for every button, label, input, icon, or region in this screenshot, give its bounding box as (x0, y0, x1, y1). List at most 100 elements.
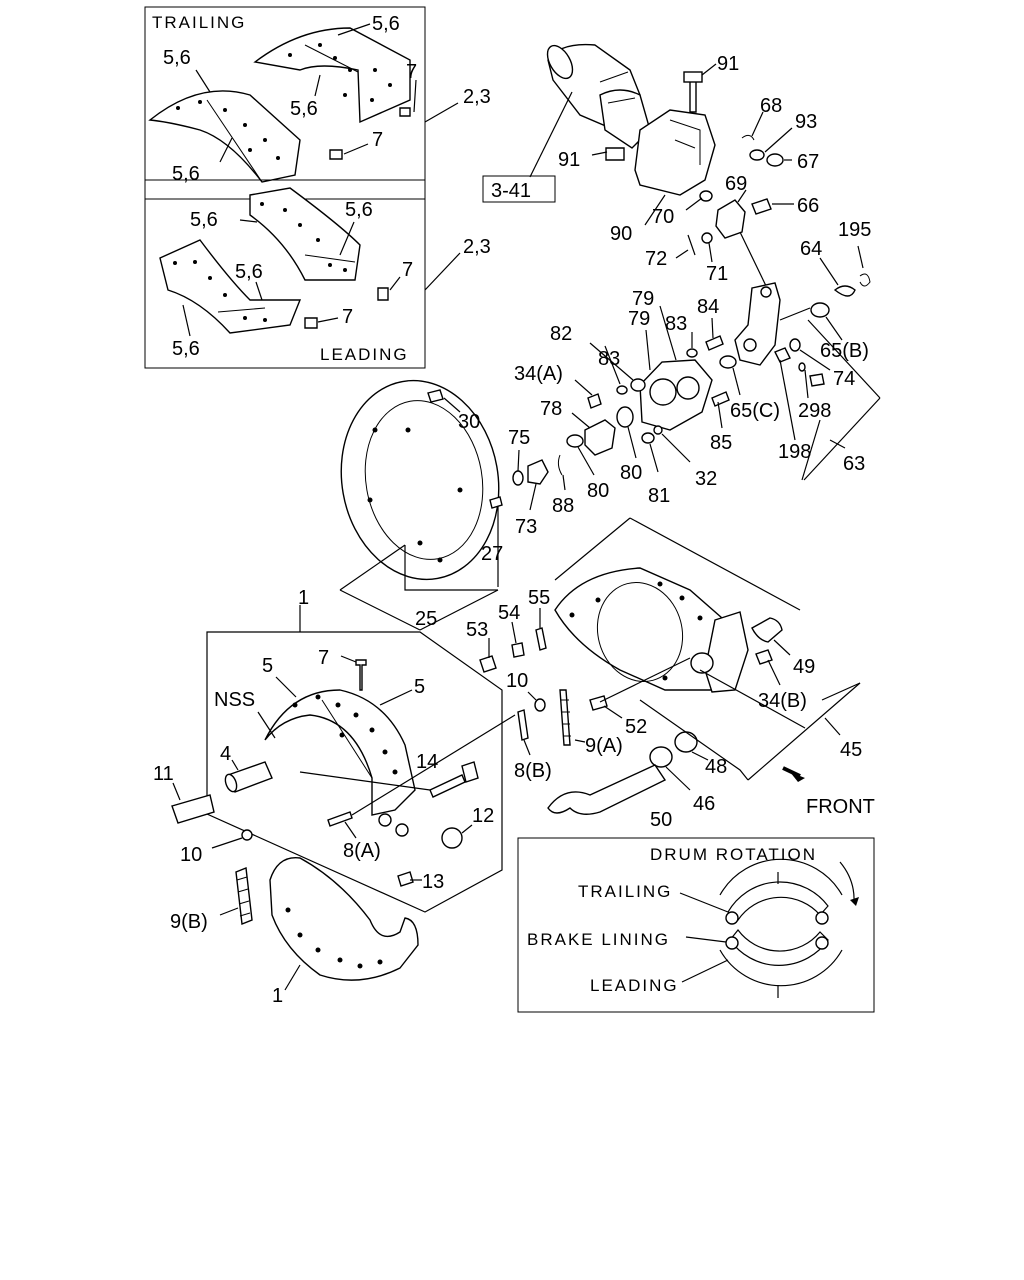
callout-c80a: 80 (620, 462, 642, 484)
callout-c11: 11 (153, 763, 174, 785)
callout-t56d: 5,6 (172, 163, 200, 185)
callout-c81: 81 (648, 485, 670, 507)
callout-c53: 53 (466, 619, 488, 641)
drum-leading-label: LEADING (590, 976, 679, 995)
callout-c67: 67 (797, 151, 819, 173)
callout-c91a: 91 (717, 53, 739, 75)
chamber-bracket (634, 109, 716, 196)
callout-nss: NSS (214, 689, 255, 711)
callout-c82: 82 (550, 323, 572, 345)
drum-brake-lining-label: BRAKE LINING (527, 930, 670, 949)
callout-c80b: 80 (587, 480, 609, 502)
callout-c74: 74 (833, 368, 855, 390)
callout-c8b: 8(B) (514, 760, 552, 782)
ref-label: 3-41 (491, 180, 531, 202)
front-label: FRONT (806, 796, 875, 818)
brake-shoe-lower (269, 856, 419, 981)
callout-t7a: 7 (406, 61, 417, 83)
callout-c298: 298 (798, 400, 831, 422)
brake-chamber (546, 43, 651, 149)
drum-trailing-label: TRAILING (578, 882, 672, 901)
callout-c91b: 91 (558, 149, 580, 171)
brake-shoe-upper (264, 689, 416, 837)
callout-c34b: 34(B) (758, 690, 807, 712)
callout-c83a: 83 (665, 313, 687, 335)
callout-t56b: 5,6 (163, 47, 191, 69)
callout-c70: 70 (652, 206, 674, 228)
callout-c52: 52 (625, 716, 647, 738)
callout-c72: 72 (645, 248, 667, 270)
callout-c63: 63 (843, 453, 865, 475)
callout-l7b: 7 (342, 306, 353, 328)
callout-c55: 55 (528, 587, 550, 609)
callout-c45: 45 (840, 739, 862, 761)
brake-spider (554, 567, 749, 693)
callout-c69: 69 (725, 173, 747, 195)
callout-c54: 54 (498, 602, 520, 624)
inset-leading-title: LEADING (320, 345, 409, 364)
callout-c75: 75 (508, 427, 530, 449)
callout-c85: 85 (710, 432, 732, 454)
callout-c13: 13 (422, 871, 444, 893)
callout-c46: 46 (693, 793, 715, 815)
leading-lower-lining (159, 239, 302, 334)
callout-c4: 4 (220, 743, 231, 765)
trailing-upper-lining (253, 27, 411, 124)
callout-c84: 84 (697, 296, 719, 318)
callout-c78: 78 (540, 398, 562, 420)
callout-l56b: 5,6 (345, 199, 373, 221)
callout-c34a: 34(A) (514, 363, 563, 385)
callout-c93: 93 (795, 111, 817, 133)
callout-c8a: 8(A) (343, 840, 381, 862)
callout-c10b: 10 (506, 670, 528, 692)
callout-c68: 68 (760, 95, 782, 117)
callout-c71: 71 (706, 263, 728, 285)
inset-trailing-title: TRAILING (152, 13, 246, 32)
callout-c79a: 79 (628, 308, 650, 330)
callout-c27: 27 (481, 543, 503, 565)
callout-c32: 32 (695, 468, 717, 490)
callout-c9a: 9(A) (585, 735, 623, 757)
trailing-lower-lining (148, 90, 301, 183)
callout-c48: 48 (705, 756, 727, 778)
drum-rotation-title: DRUM ROTATION (650, 845, 817, 864)
callout-c7: 7 (318, 647, 329, 669)
callout-c88: 88 (552, 495, 574, 517)
callout-c23a: 2,3 (463, 86, 491, 108)
inset-trailing: TRAILING 5,6 5,6 5,6 5,6 7 (144, 6, 426, 200)
callout-l56c: 5,6 (235, 261, 263, 283)
callout-l56a: 5,6 (190, 209, 218, 231)
callout-c5b: 5 (414, 676, 425, 698)
callout-l56d: 5,6 (172, 338, 200, 360)
leading-upper-lining (249, 187, 361, 281)
callout-t7b: 7 (372, 129, 383, 151)
callout-t56a: 5,6 (372, 13, 400, 35)
callout-c1b: 1 (272, 985, 283, 1007)
callout-c64: 64 (800, 238, 822, 260)
callout-c25: 25 (415, 608, 437, 630)
inset-leading: LEADING 5,6 5,6 5,6 5,6 7 7 (144, 179, 426, 369)
callout-c5a: 5 (262, 655, 273, 677)
callout-l7a: 7 (402, 259, 413, 281)
callout-c65c: 65(C) (730, 400, 780, 422)
callout-c30: 30 (458, 411, 480, 433)
callout-c49: 49 (793, 656, 815, 678)
callout-c198: 198 (778, 441, 811, 463)
callout-c1a: 1 (298, 587, 309, 609)
callout-c90: 90 (610, 223, 632, 245)
callout-c66: 66 (797, 195, 819, 217)
callout-t56c: 5,6 (290, 98, 318, 120)
callout-c195: 195 (838, 219, 871, 241)
dust-shield (340, 379, 500, 581)
callout-c73: 73 (515, 516, 537, 538)
inset-drum-rotation: DRUM ROTATION TRAILING BRAKE LINING LEAD… (517, 837, 875, 1013)
callout-c9b: 9(B) (170, 911, 208, 933)
callout-c23b: 2,3 (463, 236, 491, 258)
camshaft (547, 764, 667, 815)
callout-c12: 12 (472, 805, 494, 827)
callout-c14: 14 (416, 751, 438, 773)
callout-c10a: 10 (180, 844, 202, 866)
callout-c79b: 79 (632, 288, 654, 310)
callout-c50: 50 (650, 809, 672, 831)
